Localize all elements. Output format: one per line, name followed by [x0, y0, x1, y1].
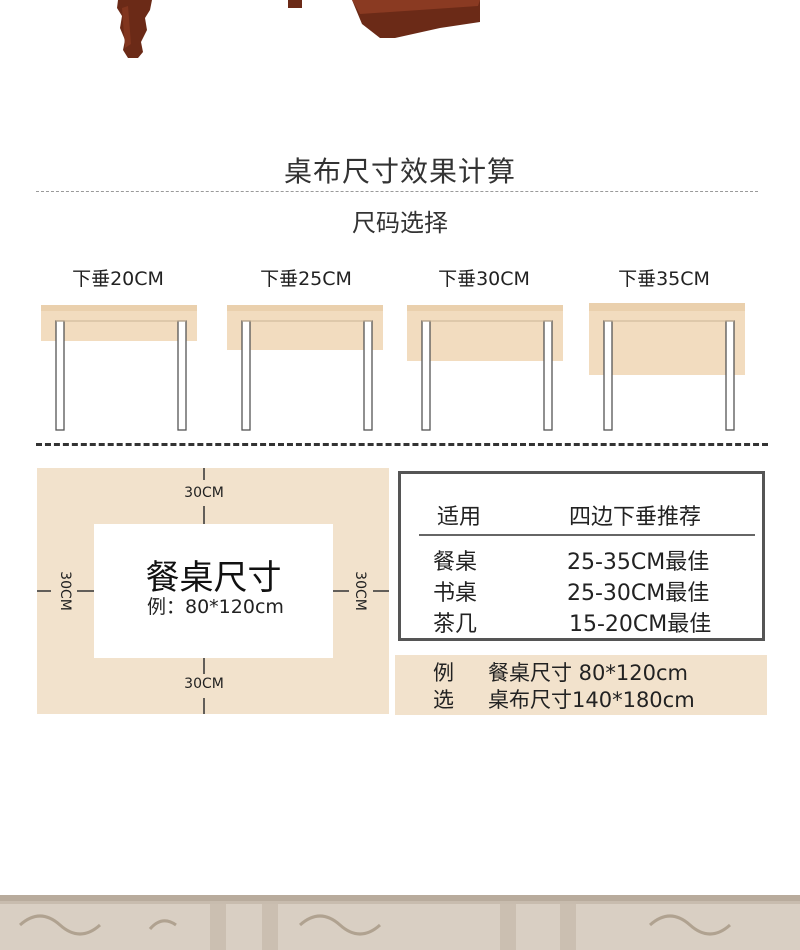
example-band: 例 餐桌尺寸 80*120cm 选 桌布尺寸140*180cm — [395, 655, 767, 715]
top-furniture-photo — [0, 0, 800, 70]
row-item: 茶几 — [433, 612, 478, 637]
header-divider — [419, 534, 755, 536]
example-value: 餐桌尺寸 80*120cm — [488, 661, 688, 685]
margin-top-label: 30CM — [184, 485, 224, 501]
table-illustration-drop-25 — [227, 305, 383, 431]
section-divider — [36, 443, 768, 446]
drop-option-label: 下垂25CM — [260, 268, 352, 290]
table-leg — [55, 320, 65, 431]
column-header-usage: 适用 — [437, 505, 482, 530]
margin-right-label: 30CM — [352, 571, 368, 611]
margin-left-label: 30CM — [57, 571, 73, 611]
table-leg — [363, 320, 373, 431]
title-divider — [36, 191, 758, 192]
example-value: 桌布尺寸140*180cm — [488, 688, 695, 712]
example-key: 选 — [433, 688, 454, 712]
section-subtitle: 尺码选择 — [352, 209, 448, 237]
drop-option-label: 下垂35CM — [618, 268, 710, 290]
table-leg — [725, 320, 735, 431]
size-diagram: 30CM 30CM 30CM 30CM 餐桌尺寸 例：80*120cm — [37, 468, 389, 714]
table-size-example: 例：80*120cm — [147, 596, 284, 618]
tablecloth-shape — [227, 305, 383, 350]
drop-option-label: 下垂20CM — [72, 268, 164, 290]
row-item: 餐桌 — [433, 550, 478, 575]
tablecloth-shape — [407, 305, 563, 361]
table-leg — [543, 320, 553, 431]
row-item: 书桌 — [433, 581, 478, 606]
example-key: 例 — [433, 661, 454, 685]
column-header-drop: 四边下垂推荐 — [569, 505, 702, 530]
table-leg — [603, 320, 613, 431]
drop-option-label: 下垂30CM — [438, 268, 530, 290]
page-title: 桌布尺寸效果计算 — [283, 155, 516, 188]
bottom-room-photo — [0, 895, 800, 950]
row-value: 25-35CM最佳 — [567, 550, 710, 575]
recommendation-table: 适用 四边下垂推荐 餐桌 25-35CM最佳 书桌 25-30CM最佳 茶几 1… — [398, 471, 765, 641]
table-leg — [421, 320, 431, 431]
table-illustration-drop-20 — [41, 305, 197, 431]
table-illustration-drop-30 — [407, 305, 563, 431]
margin-bottom-label: 30CM — [184, 676, 224, 692]
row-value: 15-20CM最佳 — [569, 612, 712, 637]
table-size-heading: 餐桌尺寸 — [145, 558, 282, 598]
row-value: 25-30CM最佳 — [567, 581, 710, 606]
table-illustration-drop-35 — [589, 303, 745, 431]
table-leg — [241, 320, 251, 431]
table-leg — [177, 320, 187, 431]
tablecloth-shape — [589, 303, 745, 375]
